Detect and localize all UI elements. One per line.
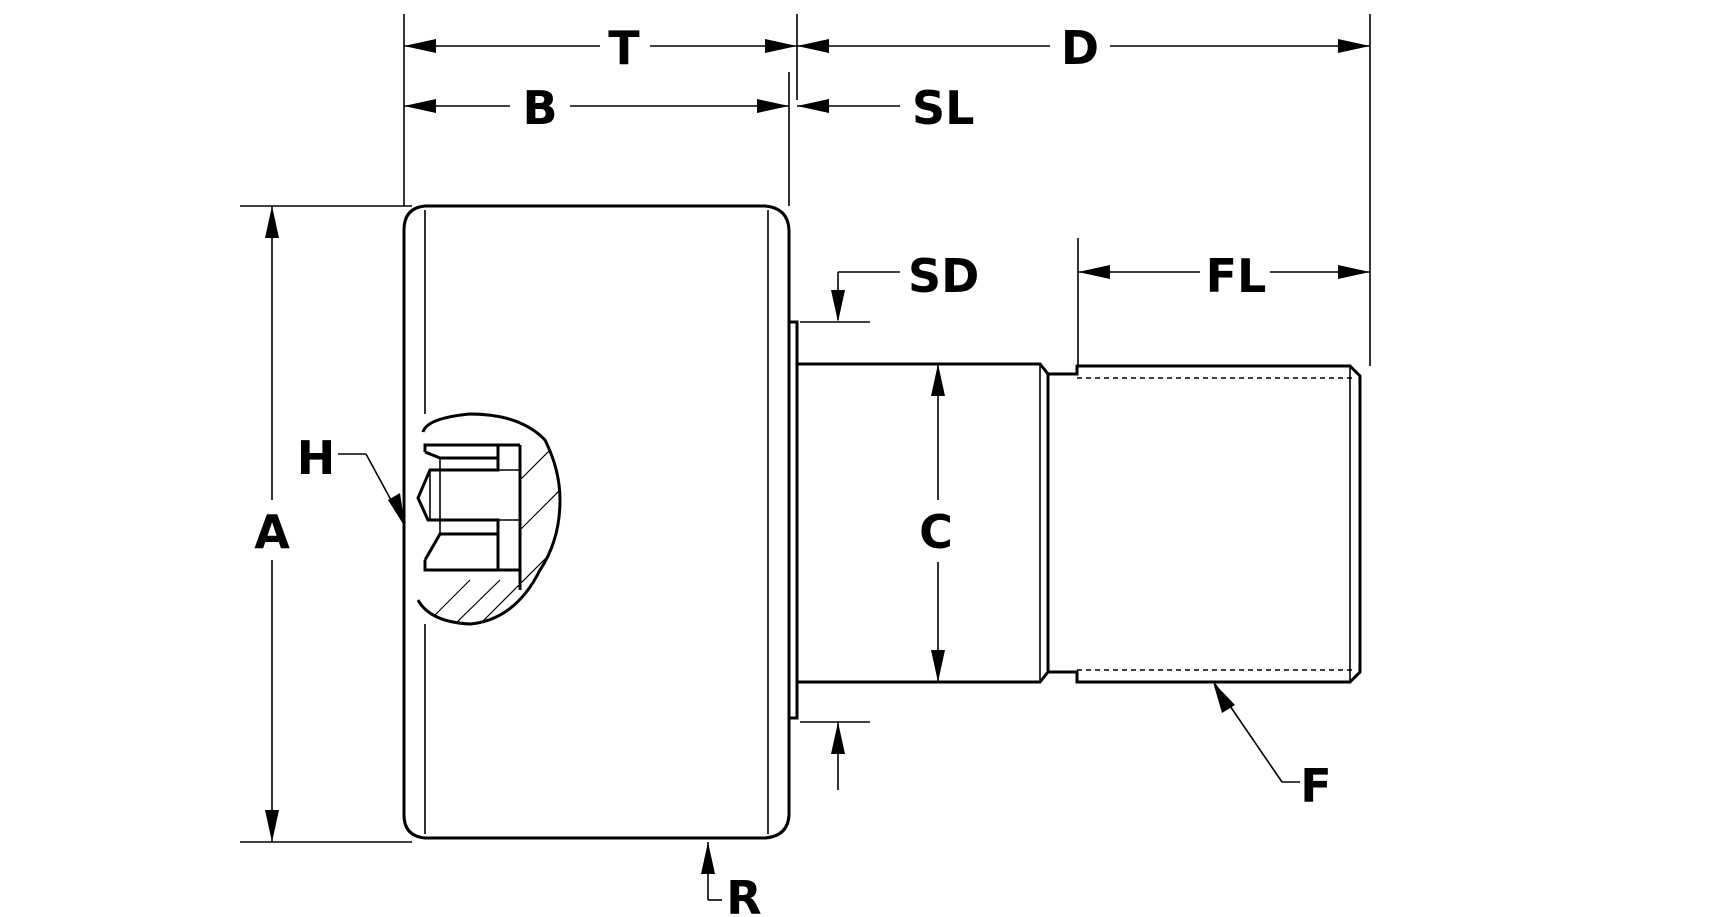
dim-F: F bbox=[1213, 682, 1332, 813]
label-D: D bbox=[1061, 21, 1099, 75]
label-R: R bbox=[726, 871, 761, 917]
label-F: F bbox=[1300, 759, 1331, 813]
label-H: H bbox=[297, 431, 336, 485]
dim-D: D bbox=[797, 21, 1370, 75]
section-hatching bbox=[429, 414, 560, 624]
label-B: B bbox=[522, 81, 557, 135]
dim-B: B bbox=[404, 81, 789, 135]
dim-FL: FL bbox=[1078, 249, 1370, 303]
dim-SL: SL bbox=[797, 81, 974, 135]
label-C: C bbox=[919, 505, 953, 559]
label-SD: SD bbox=[908, 249, 979, 303]
dim-C: C bbox=[919, 364, 953, 682]
stud-shank bbox=[797, 362, 1050, 684]
label-A: A bbox=[254, 505, 290, 559]
label-FL: FL bbox=[1206, 249, 1267, 303]
dim-R: R bbox=[701, 842, 762, 917]
label-T: T bbox=[608, 21, 640, 75]
shoulder-flange bbox=[787, 320, 799, 720]
label-SL: SL bbox=[912, 81, 974, 135]
extension-lines bbox=[240, 14, 1371, 843]
stud-thread bbox=[1048, 364, 1362, 684]
roller-body bbox=[402, 204, 791, 840]
hex-socket-cutaway bbox=[416, 412, 562, 626]
dim-T: T bbox=[404, 21, 797, 75]
dim-H: H bbox=[297, 431, 405, 527]
dim-SD: SD bbox=[831, 249, 979, 790]
dim-A: A bbox=[254, 206, 290, 842]
